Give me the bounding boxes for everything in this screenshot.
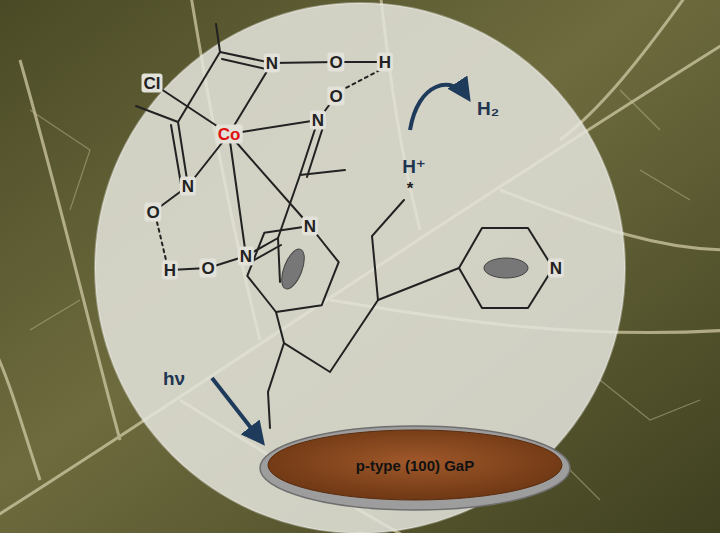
hydrogen-atom: H: [162, 261, 178, 280]
light-arrow: [212, 378, 262, 442]
hydrogen-atom: H: [377, 53, 393, 72]
cobalt-atom: Co: [216, 125, 243, 144]
nitrogen-atom: N: [310, 111, 326, 130]
hydrogen-label: H₂: [475, 98, 501, 119]
wafer-disk: p-type (100) GaP: [260, 422, 570, 508]
nitrogen-atom: N: [238, 247, 254, 266]
chlorine-atom: Cl: [142, 74, 163, 93]
oxygen-atom: O: [144, 203, 161, 222]
nitrogen-atom: N: [302, 217, 318, 236]
reaction-arrow: [410, 85, 468, 130]
polymer-backbone: [268, 200, 459, 428]
oxygen-atom: O: [199, 259, 216, 278]
highlight-circle: [95, 3, 625, 533]
light-label: hν: [161, 368, 187, 389]
pyridine-ring: [247, 226, 553, 312]
proton-label: H⁺: [400, 156, 428, 177]
oxygen-atom: O: [327, 53, 344, 72]
chain-end-mark: *: [405, 179, 416, 198]
nitrogen-atom: N: [264, 54, 280, 73]
pi-cloud: [277, 246, 309, 292]
wafer-label: p-type (100) GaP: [356, 457, 474, 474]
oxygen-atom: O: [327, 87, 344, 106]
pi-cloud: [484, 258, 528, 278]
nitrogen-atom: N: [548, 259, 564, 278]
nitrogen-atom: N: [180, 177, 196, 196]
